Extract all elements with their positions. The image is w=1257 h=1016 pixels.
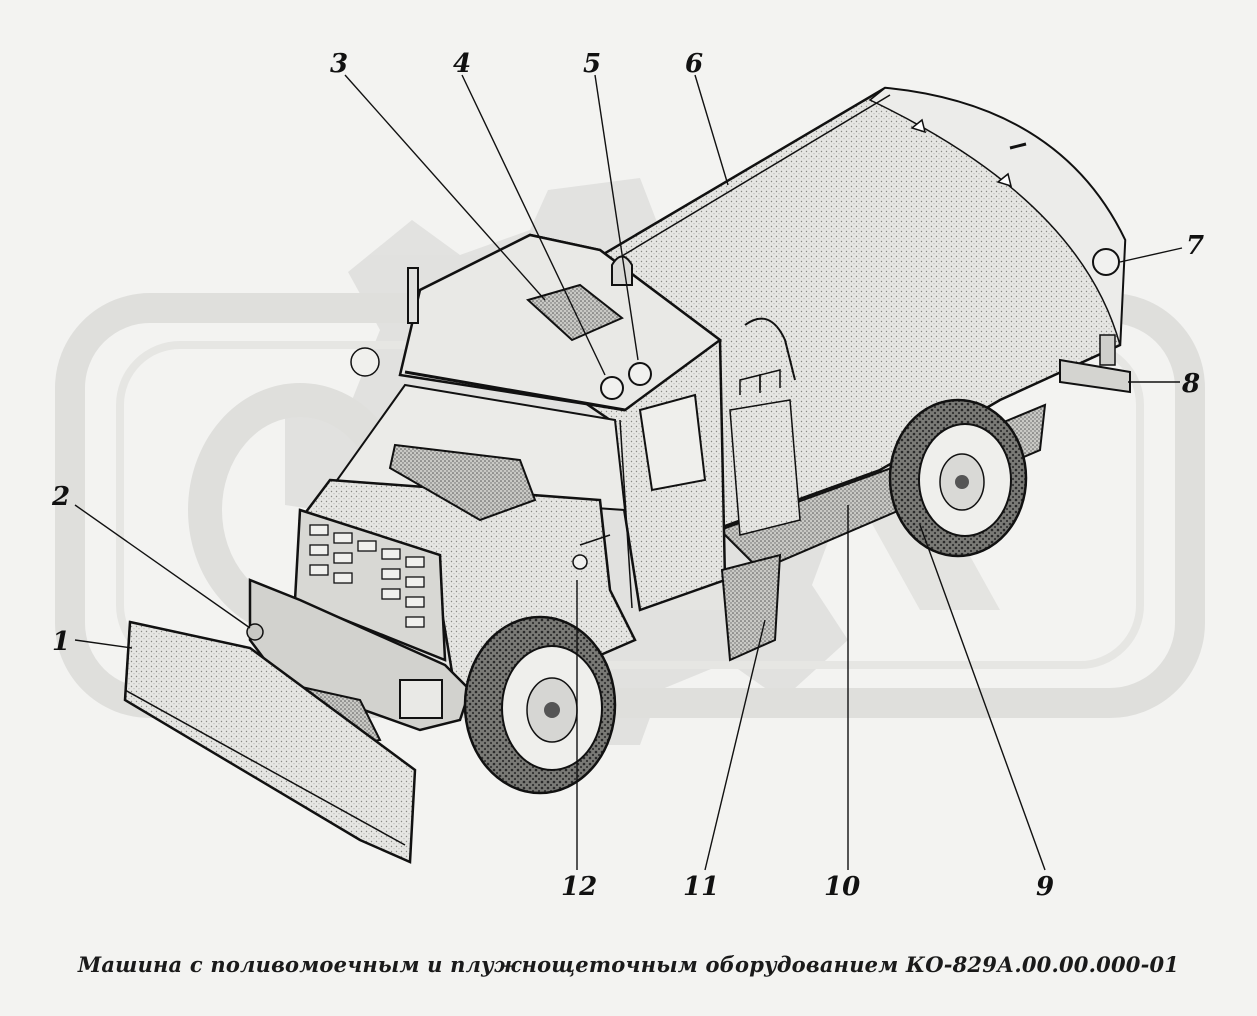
tank-rear-light xyxy=(1092,248,1120,276)
callout-5: 5 xyxy=(583,49,601,79)
roof-light-left xyxy=(600,376,624,400)
plow-blade xyxy=(123,620,417,864)
door-window xyxy=(638,393,707,492)
mirror-left xyxy=(407,267,419,324)
callouts: 1 2 3 4 5 6 7 8 9 10 11 12 xyxy=(51,49,1204,902)
side-marker xyxy=(572,554,588,570)
front-wheel xyxy=(463,615,617,795)
beacon xyxy=(611,255,633,286)
callout-2: 2 xyxy=(51,482,70,512)
callout-7: 7 xyxy=(1186,231,1204,261)
figure-caption: Машина с поливомоечным и плужнощеточным … xyxy=(77,952,1180,977)
brush-unit xyxy=(720,553,782,662)
callout-1: 1 xyxy=(52,627,70,657)
callout-10: 10 xyxy=(824,872,860,902)
callout-3: 3 xyxy=(330,49,348,79)
leader-lines xyxy=(74,74,1183,871)
roof-light-right xyxy=(628,362,652,386)
rear-bar xyxy=(1059,334,1131,394)
hood-vent xyxy=(388,443,537,522)
cab xyxy=(328,233,727,612)
rear-wheel xyxy=(888,398,1028,558)
callout-9: 9 xyxy=(1036,872,1054,902)
callout-12: 12 xyxy=(561,872,597,902)
callout-4: 4 xyxy=(453,49,471,79)
headlight xyxy=(399,679,443,719)
callout-8: 8 xyxy=(1181,369,1200,399)
callout-6: 6 xyxy=(685,49,703,79)
callout-11: 11 xyxy=(683,872,719,902)
tank-hatch-1 xyxy=(910,118,927,134)
tank-hatch-2 xyxy=(996,172,1013,188)
